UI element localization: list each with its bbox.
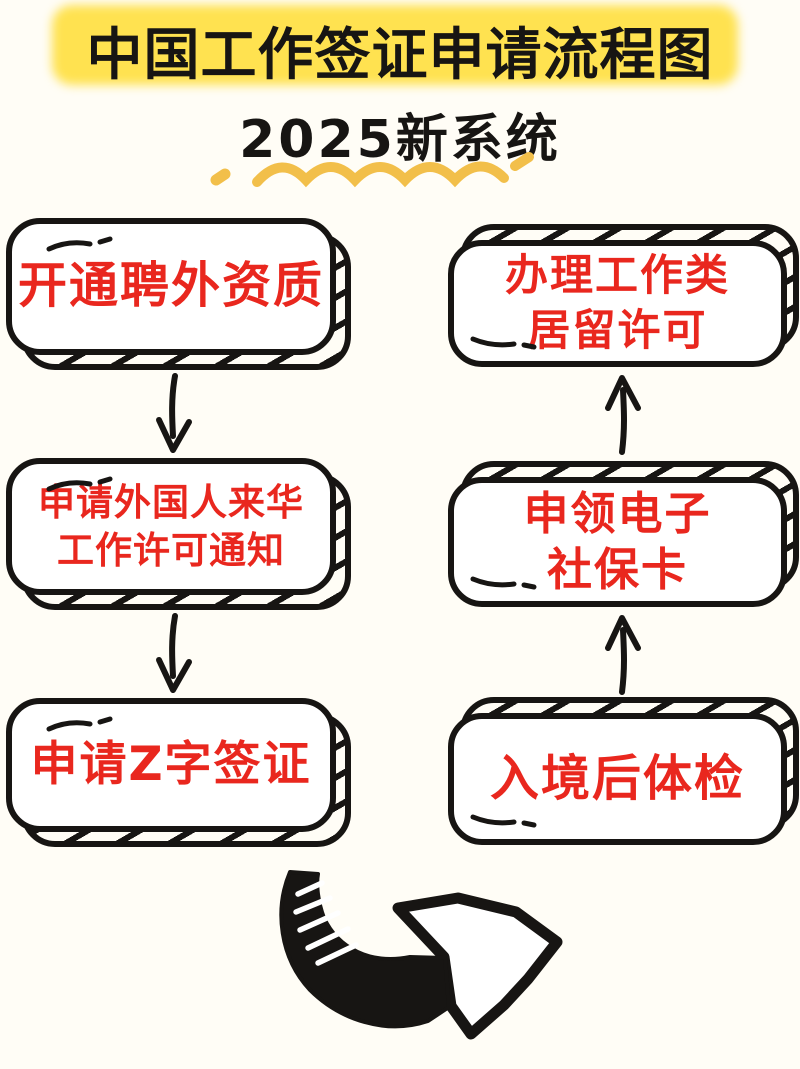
flow-step-medical-exam-after-entry: 入境后体检 [448,697,799,845]
pen-accent-stroke [470,576,537,590]
pen-accent-stroke [470,336,537,350]
arrow-up-icon [605,375,641,455]
flow-step-open-hiring-qualification: 开通聘外资质 [6,218,351,370]
flow-step-z-visa-application: 申请Z字签证 [6,698,351,847]
poster-subtitle: 2025新系统 [239,110,561,170]
box-body: 入境后体检 [448,713,787,845]
curved-arrow-icon [279,870,563,1040]
pen-accent-stroke [46,236,113,252]
arrow-up-icon [605,615,641,695]
flow-step-work-permit-notice: 申请外国人来华 工作许可通知 [6,458,351,610]
squiggle-underline-icon [210,152,534,188]
pen-accent-stroke [470,814,537,828]
arrow-down-icon [156,613,192,693]
box-body: 申领电子 社保卡 [448,477,787,607]
box-label: 入境后体检 [489,749,745,807]
box-label: 申领电子 [523,486,712,540]
box-label: 居留许可 [527,305,708,356]
box-body: 申请外国人来华 工作许可通知 [6,458,336,595]
arrow-down-icon [156,373,192,453]
pen-accent-stroke [46,716,113,732]
box-label: 申请外国人来华 [38,481,304,525]
box-body: 申请Z字签证 [6,698,336,832]
box-label: 开通聘外资质 [17,257,324,315]
box-body: 办理工作类 居留许可 [448,240,787,367]
poster-title: 中国工作签证申请流程图 [86,23,714,88]
box-label: 社保卡 [546,543,688,596]
box-body: 开通聘外资质 [6,218,336,355]
flow-step-residence-permit: 办理工作类 居留许可 [448,224,799,367]
pen-accent-stroke [46,476,113,492]
box-label: 申请Z字签证 [30,736,312,792]
box-label: 工作许可通知 [57,528,285,572]
flow-step-social-security-card: 申领电子 社保卡 [448,461,799,607]
box-label: 办理工作类 [505,251,730,302]
title-highlight-marker [52,5,738,85]
